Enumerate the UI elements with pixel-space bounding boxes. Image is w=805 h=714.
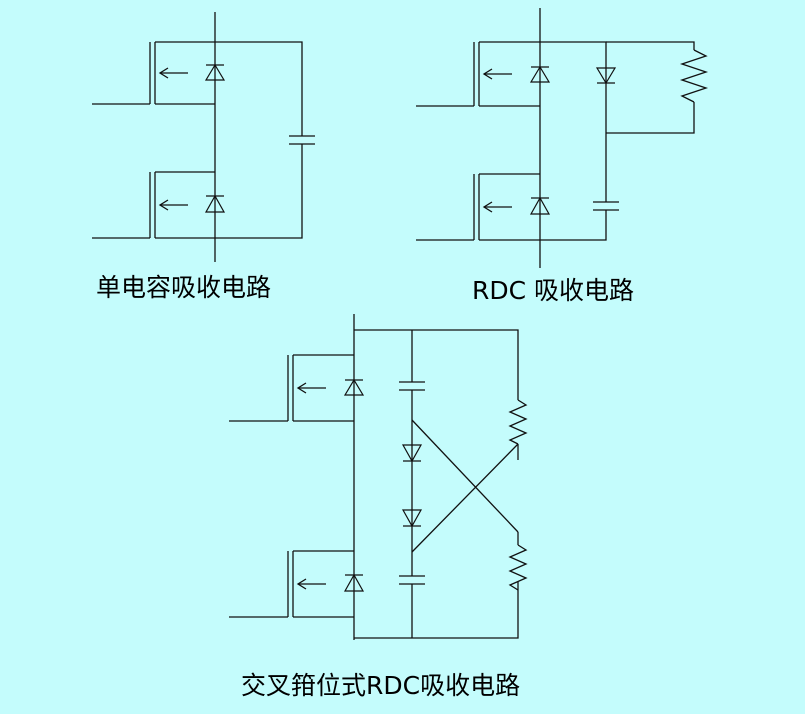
lower-diode bbox=[529, 196, 551, 215]
caption-cross-clamp-rdc: 交叉箝位式RDC吸收电路 bbox=[241, 671, 521, 700]
lower-transistor bbox=[416, 173, 540, 241]
lower-transistor bbox=[229, 550, 354, 618]
caption-rdc: RDC 吸收电路 bbox=[472, 276, 635, 305]
upper-diode bbox=[529, 65, 551, 83]
lower-resistor bbox=[508, 544, 528, 591]
cross-wire-2 bbox=[411, 443, 519, 553]
upper-transistor bbox=[416, 41, 540, 107]
lower-transistor bbox=[92, 171, 215, 239]
clamp-diode-1 bbox=[401, 444, 423, 463]
upper-transistor bbox=[92, 41, 215, 105]
upper-diode bbox=[343, 378, 365, 396]
upper-resistor bbox=[508, 399, 528, 445]
upper-transistor bbox=[229, 354, 354, 422]
cross-wire-1 bbox=[411, 419, 519, 533]
circuit-single-capacitor bbox=[92, 12, 315, 262]
clamp-diode-2 bbox=[401, 509, 423, 528]
circuit-cross-clamp-rdc bbox=[229, 314, 528, 640]
snubber-resistor bbox=[679, 49, 709, 103]
upper-diode bbox=[204, 63, 226, 81]
circuit-rdc bbox=[416, 8, 709, 268]
snubber-diode bbox=[595, 67, 617, 85]
lower-diode bbox=[204, 194, 226, 213]
lower-diode bbox=[343, 573, 365, 592]
caption-single-capacitor: 单电容吸收电路 bbox=[96, 273, 272, 302]
